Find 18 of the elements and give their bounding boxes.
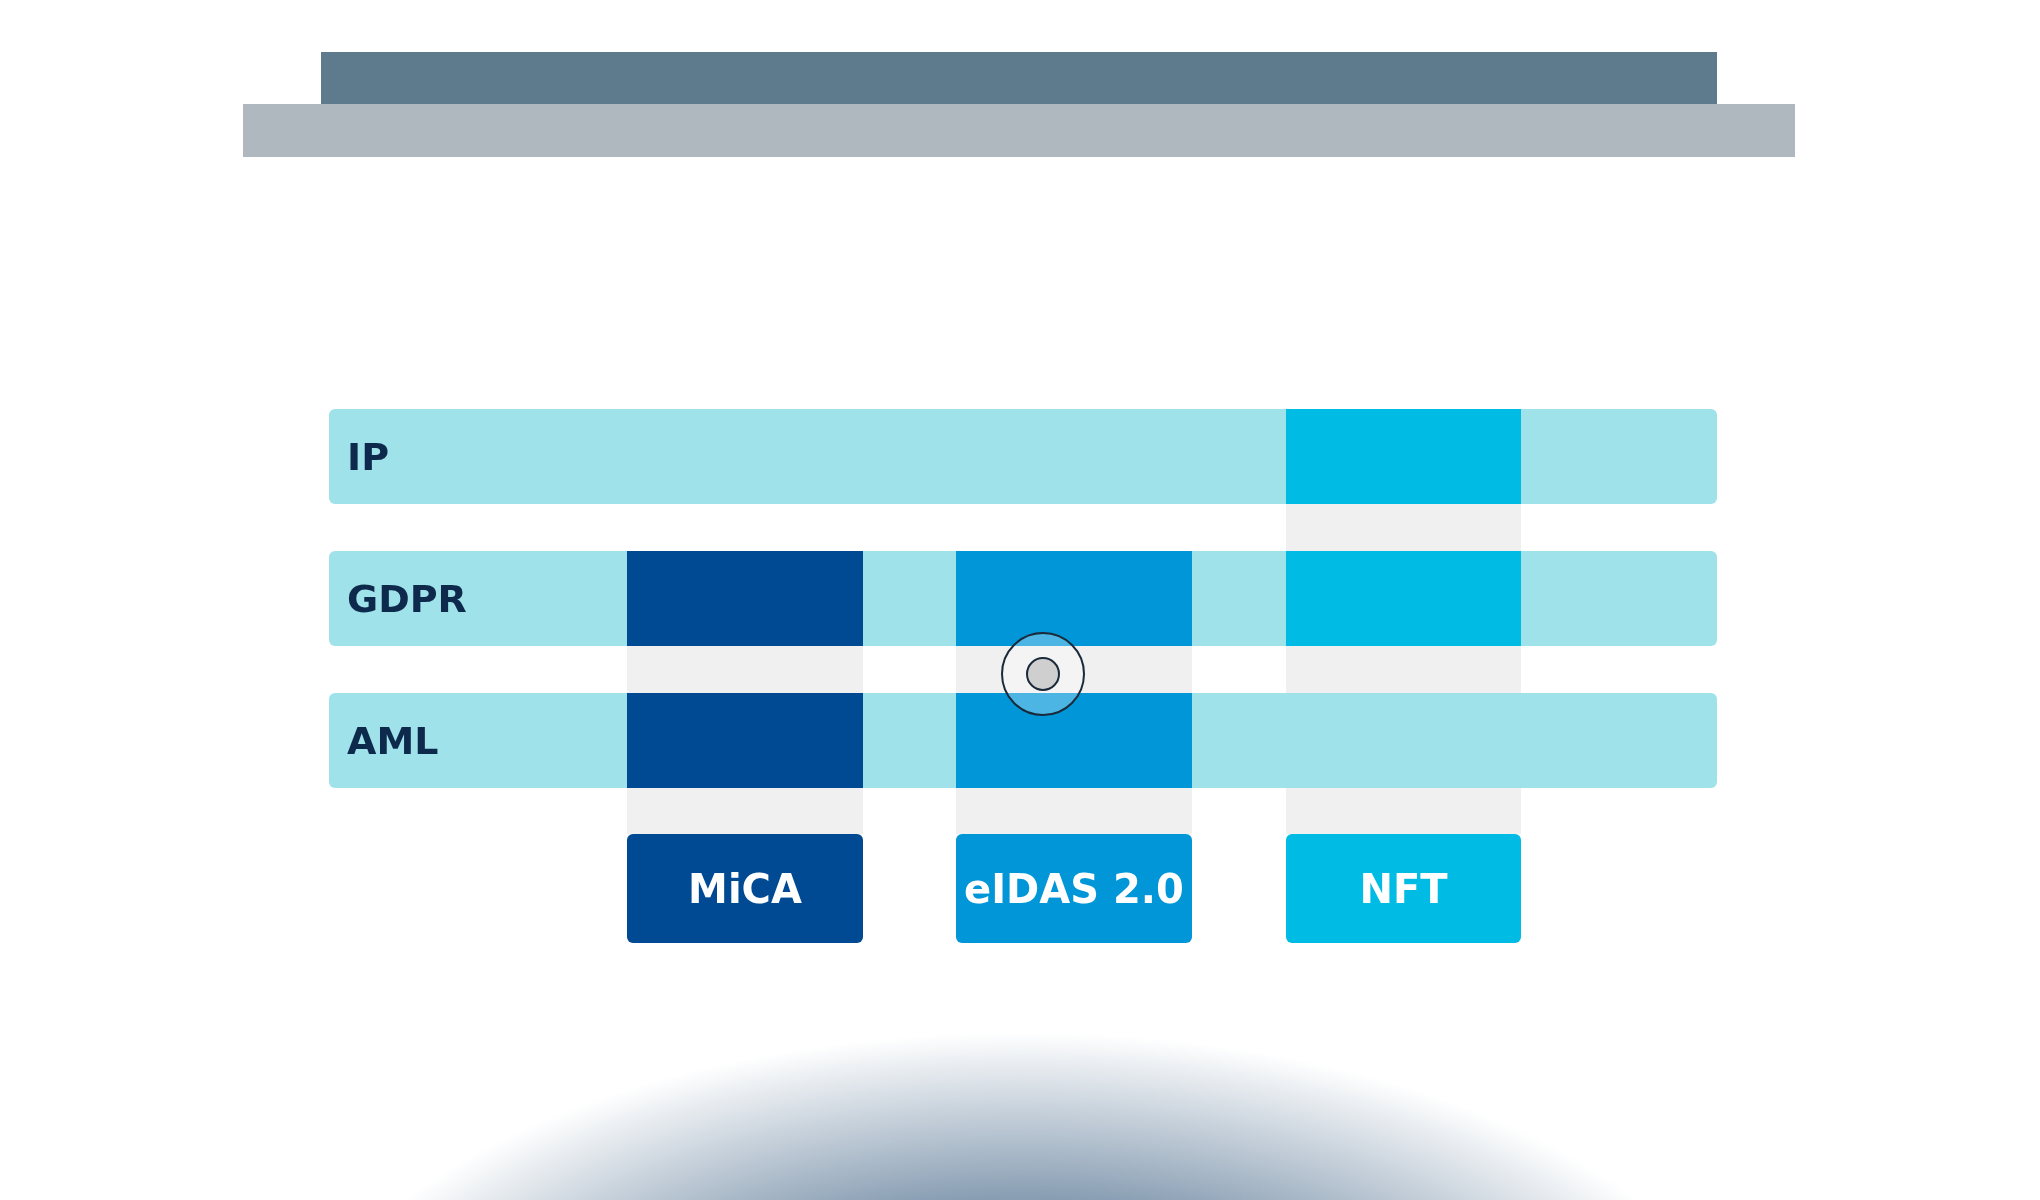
column-label: NFT (1359, 865, 1448, 912)
row-label: IP (347, 434, 389, 479)
column-header-box (1286, 834, 1521, 943)
column-label: MiCA (688, 865, 802, 912)
matrix-cell (1286, 409, 1521, 504)
matrix-cell (1286, 551, 1521, 646)
column-header-box (956, 834, 1192, 943)
column-label: eIDAS 2.0 (964, 865, 1184, 912)
row-band (329, 409, 1717, 504)
matrix-cell (956, 551, 1192, 646)
row-band (329, 693, 1717, 788)
matrix-cell (627, 551, 863, 646)
row-band (329, 551, 1717, 646)
row-label: AML (347, 718, 439, 763)
column-header-box (627, 834, 863, 943)
matrix-cell (956, 693, 1192, 788)
matrix-cell (627, 693, 863, 788)
row-label: GDPR (347, 576, 467, 621)
